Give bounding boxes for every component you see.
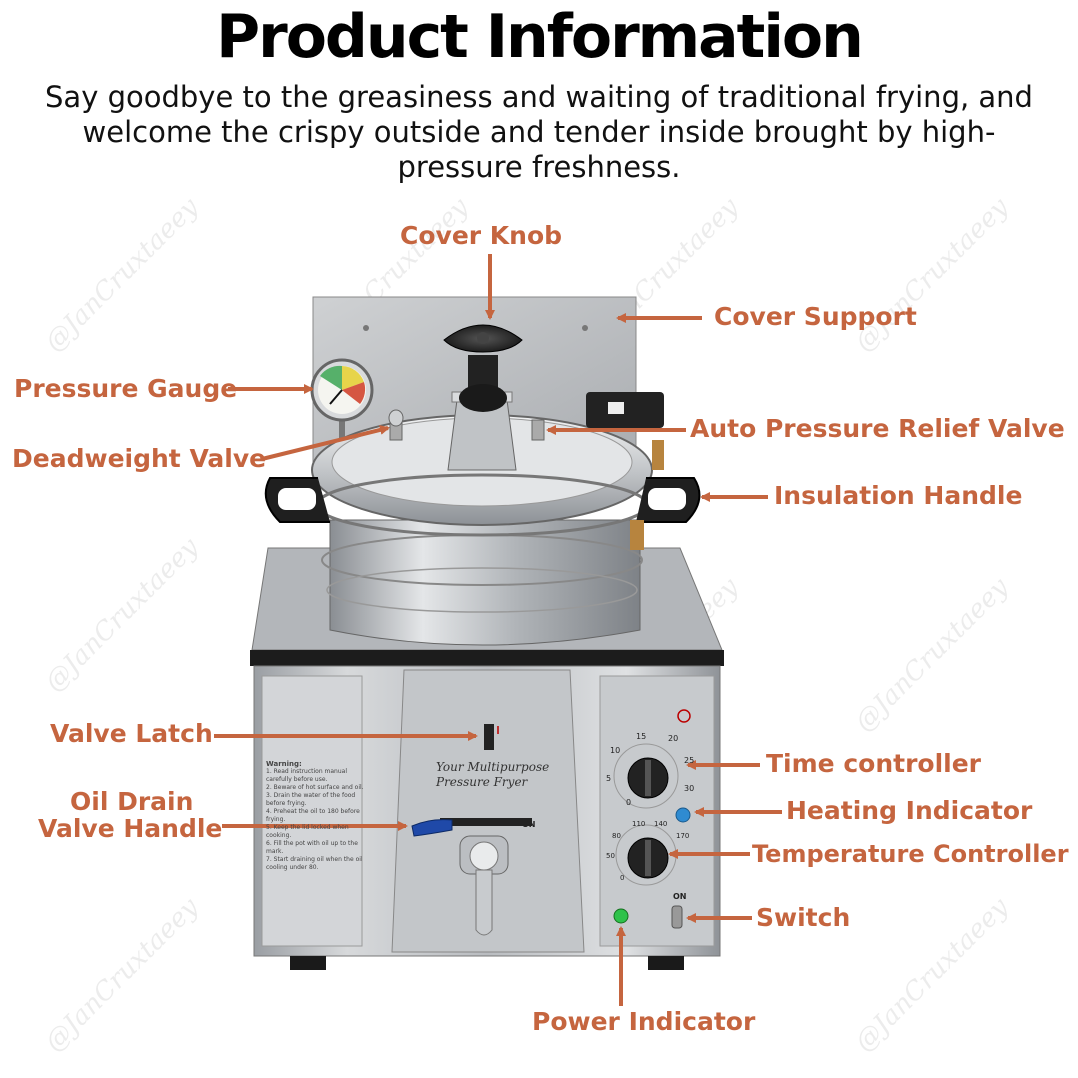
page-title: Product Information <box>216 2 864 72</box>
callout-power-indicator: Power Indicator <box>532 1007 756 1036</box>
callout-valve-latch: Valve Latch <box>50 719 213 748</box>
timer-tick: 5 <box>606 774 612 783</box>
warning-line: 6. Fill the pot with oil up to the mark. <box>266 840 358 855</box>
callout-oil-drain-line-2: Valve Handle <box>38 814 223 843</box>
warning-line: 7. Start draining oil when the oil cooli… <box>266 856 363 871</box>
warning-line: 2. Beware of hot surface and oil. <box>266 784 364 791</box>
callout-switch: Switch <box>756 903 851 932</box>
callout-heating-indicator: Heating Indicator <box>786 796 1033 825</box>
temp-tick: 50 <box>606 852 615 860</box>
timer-tick: 30 <box>684 784 695 793</box>
timer-tick: 15 <box>636 732 647 741</box>
callout-pressure-gauge: Pressure Gauge <box>14 374 238 403</box>
plate-line-2: Pressure Fryer <box>436 775 528 789</box>
warning-line: 5. Keep the lid locked when cooking. <box>266 824 349 839</box>
temp-tick: 80 <box>612 832 621 840</box>
warning-sticker: Warning: 1. Read instruction manual care… <box>266 760 366 872</box>
temp-tick: 0 <box>620 874 625 882</box>
warning-title: Warning: <box>266 760 302 768</box>
temp-tick: 110 <box>632 820 646 828</box>
page-subtitle: Say goodbye to the greasiness and waitin… <box>45 80 1033 184</box>
plate-line-1: Your Multipurpose <box>436 760 550 774</box>
temp-tick: 140 <box>654 820 668 828</box>
callout-insulation-handle: Insulation Handle <box>774 481 1023 510</box>
callout-cover-support: Cover Support <box>714 302 917 331</box>
callout-cover-knob: Cover Knob <box>400 221 563 250</box>
callout-temperature-controller: Temperature Controller <box>752 840 1069 868</box>
temp-tick: 170 <box>676 832 690 840</box>
warning-line: 1. Read instruction manual carefully bef… <box>266 768 348 783</box>
timer-tick: 10 <box>610 746 621 755</box>
timer-tick: 20 <box>668 734 679 743</box>
callout-auto-pressure-relief-valve: Auto Pressure Relief Valve <box>690 414 1065 443</box>
callout-time-controller: Time controller <box>766 749 982 778</box>
warning-line: 3. Drain the water of the food before fr… <box>266 792 356 807</box>
callout-oil-drain-line-1: Oil Drain <box>70 787 194 816</box>
timer-tick: 25 <box>684 756 695 765</box>
timer-tick: 0 <box>626 798 632 807</box>
switch-on-label: ON <box>673 892 687 901</box>
warning-line: 4. Preheat the oil to 180 before frying. <box>266 808 360 823</box>
drain-on-label: ON <box>522 820 536 829</box>
callout-deadweight-valve: Deadweight Valve <box>12 444 267 473</box>
